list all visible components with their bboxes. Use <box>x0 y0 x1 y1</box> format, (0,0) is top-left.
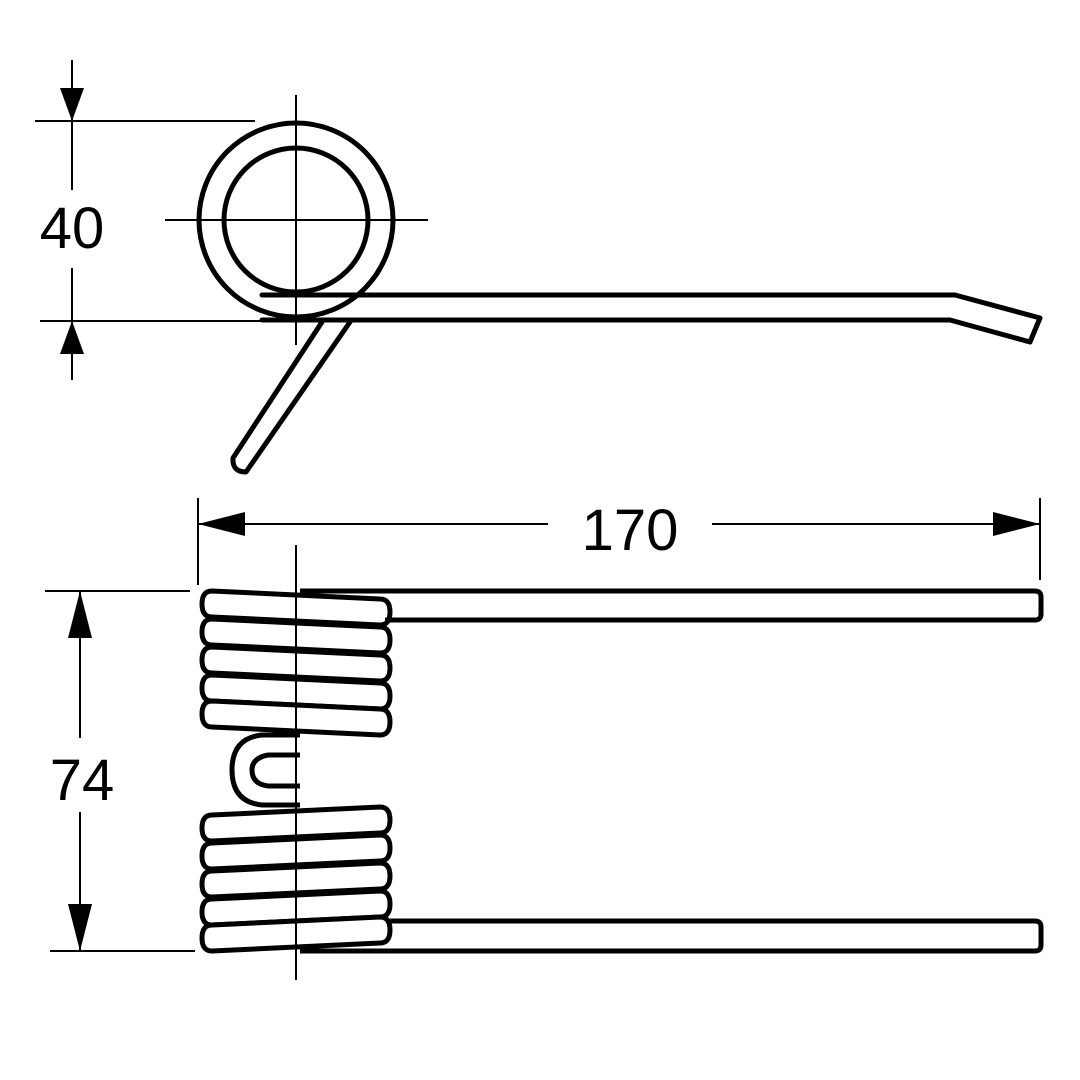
top-centerlines <box>165 95 428 345</box>
lower-leg <box>300 918 1044 954</box>
overall-length-dimension <box>197 498 1041 585</box>
upper-leg <box>300 588 1044 623</box>
center-loop-inner <box>249 752 300 789</box>
straight-arm <box>259 292 1043 345</box>
ring-height-label: 40 <box>40 196 105 261</box>
overall-length-label: 170 <box>582 498 679 563</box>
center-loop <box>229 732 300 808</box>
straight-legs <box>300 588 1044 954</box>
coil-width-dimension <box>45 590 195 952</box>
ring-height-dimension <box>35 60 262 380</box>
diagonal-arm <box>230 319 353 475</box>
coil-width-label: 74 <box>50 748 115 813</box>
top-view <box>196 120 1043 475</box>
